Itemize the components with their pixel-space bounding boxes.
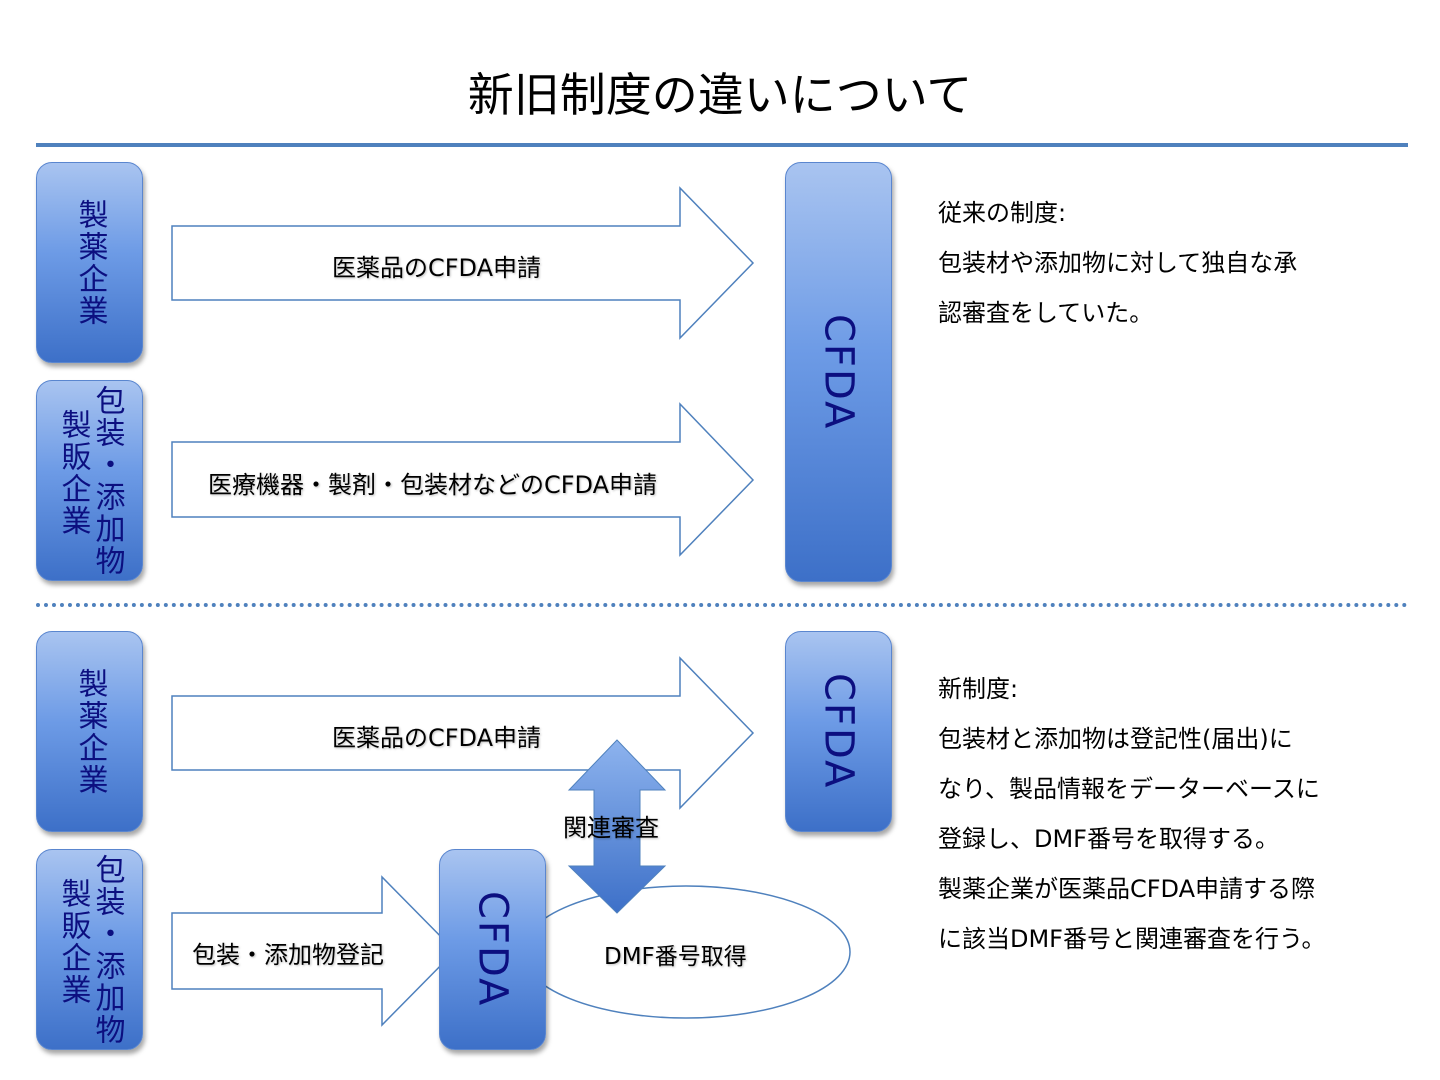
manufacturer-label: 製販企業 [55,877,91,1006]
dmf-label: DMF番号取得 [604,944,747,970]
packaging-label: 包装・添加物 [89,384,125,577]
arrow-new-packaging [171,875,457,1027]
cfda-box-old: CFDA [785,162,892,582]
packaging-company-box-old: 包装・添加物 製販企業 [36,380,143,581]
arrow-new-pharma-label: 医薬品のCFDA申請 [332,724,542,752]
old-desc-line: 認審査をしていた。 [938,299,1154,327]
cfda-label: CFDA [815,673,862,790]
new-desc-line: 包装材と添加物は登記性(届出)に [938,725,1293,753]
pharma-company-label: 製薬企業 [72,198,108,327]
arrow-new-pharma [171,656,755,810]
new-desc-line: に該当DMF番号と関連審査を行う。 [938,925,1326,953]
related-review-label: 関連審査 [563,814,659,842]
pharma-company-label: 製薬企業 [72,667,108,796]
old-desc-line: 包装材や添加物に対して独自な承 [938,249,1298,277]
new-system-description: 新制度: 包装材と添加物は登記性(届出)に なり、製品情報をデーターベースに 登… [938,664,1326,964]
new-desc-line: 新制度: [938,675,1019,703]
new-desc-line: なり、製品情報をデーターベースに [938,775,1320,803]
arrow-old-pharma-label: 医薬品のCFDA申請 [332,254,542,282]
arrow-old-packaging-label: 医療機器・製剤・包装材などのCFDA申請 [208,471,658,499]
old-system-description: 従来の制度: 包装材や添加物に対して独自な承 認審査をしていた。 [938,188,1297,338]
cfda-box-new-small: CFDA [439,849,546,1050]
pharma-company-box-old: 製薬企業 [36,162,143,363]
arrow-old-packaging [171,402,755,557]
cfda-box-new-top: CFDA [785,631,892,832]
title-underline [36,143,1408,147]
cfda-label: CFDA [815,313,862,431]
section-divider [36,603,1408,607]
new-desc-line: 登録し、DMF番号を取得する。 [938,825,1279,853]
pharma-company-box-new: 製薬企業 [36,631,143,832]
related-review-double-arrow [567,739,667,914]
packaging-company-box-new: 包装・添加物 製販企業 [36,849,143,1050]
slide-title: 新旧制度の違いについて [467,68,973,122]
packaging-label: 包装・添加物 [89,853,125,1046]
cfda-label: CFDA [469,891,516,1008]
manufacturer-label: 製販企業 [55,408,91,537]
arrow-old-pharma [171,186,755,340]
old-desc-line: 従来の制度: [938,199,1067,227]
arrow-new-packaging-label: 包装・添加物登記 [192,941,384,969]
new-desc-line: 製薬企業が医薬品CFDA申請する際 [938,875,1316,903]
